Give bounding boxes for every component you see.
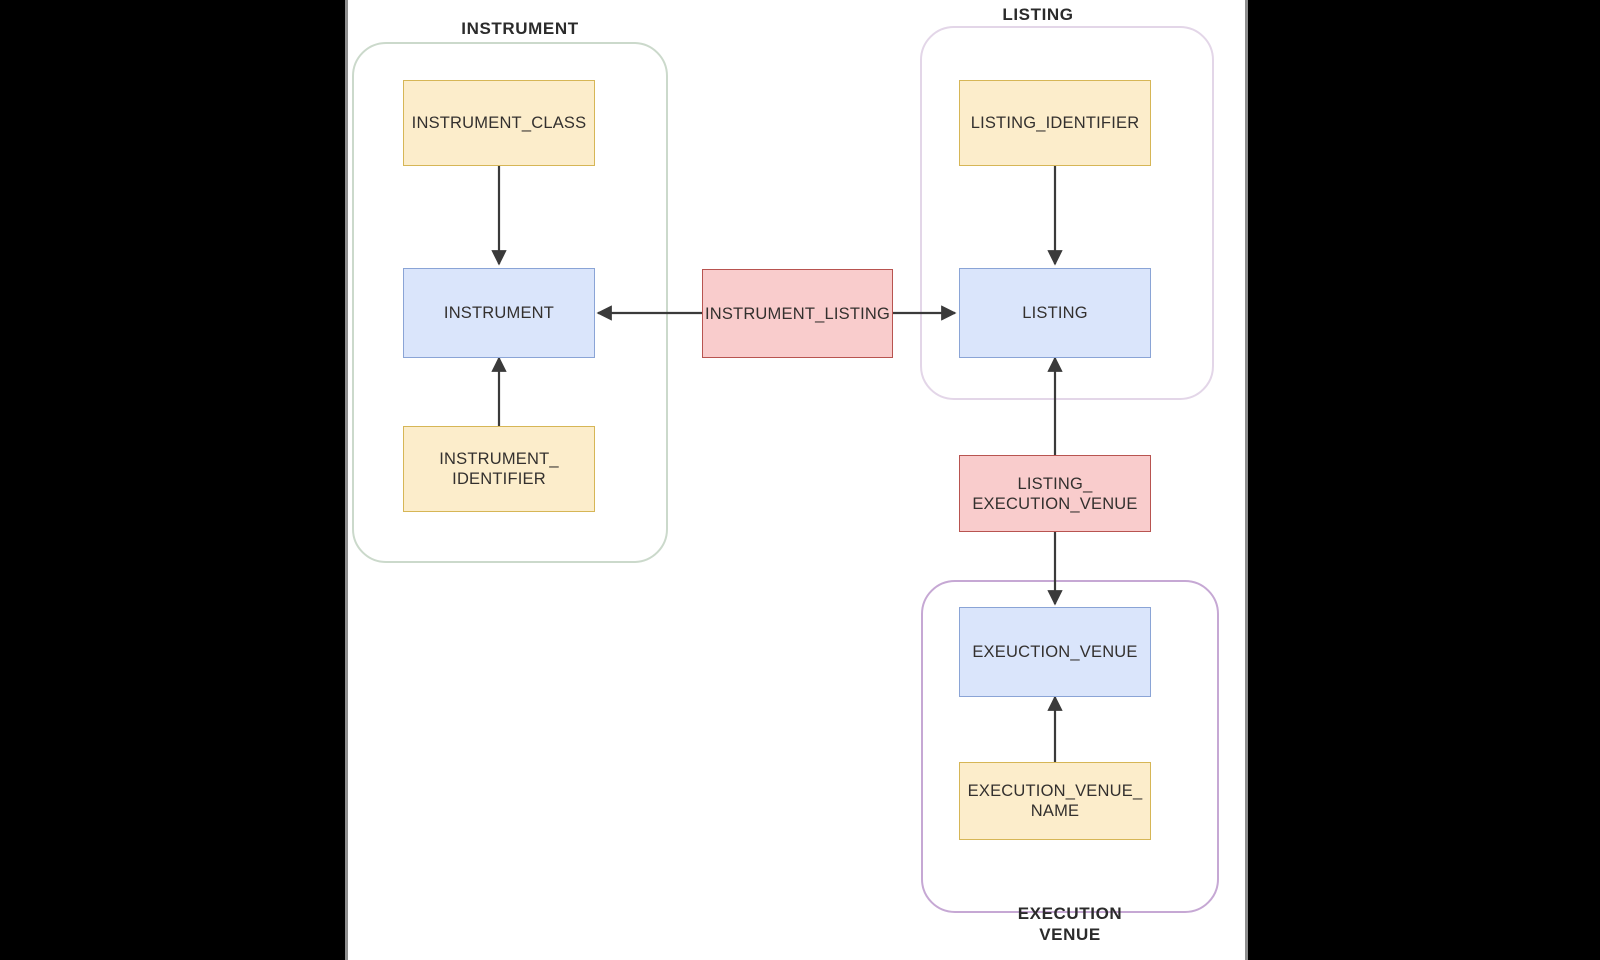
group-label-instrument: INSTRUMENT — [461, 19, 579, 38]
group-label-execution-venue: EXECUTION VENUE — [1017, 904, 1123, 944]
group-label-listing: LISTING — [1002, 5, 1074, 24]
node-instrument-identifier[interactable]: INSTRUMENT_ IDENTIFIER — [403, 426, 595, 512]
canvas-right-edge-rule — [1245, 0, 1248, 960]
node-execution-venue-name-label: EXECUTION_VENUE_ NAME — [967, 782, 1143, 820]
group-instrument — [352, 42, 668, 563]
node-instrument-listing[interactable]: INSTRUMENT_LISTING — [702, 269, 893, 358]
diagram-canvas: INSTRUMENT LISTING EXECUTION VENUE — [348, 0, 1245, 960]
node-instrument-identifier-label: INSTRUMENT_ IDENTIFIER — [439, 450, 559, 488]
node-listing-identifier-label: LISTING_IDENTIFIER — [970, 114, 1140, 132]
node-listing-identifier[interactable]: LISTING_IDENTIFIER — [959, 80, 1151, 166]
canvas-left-edge-rule — [345, 0, 348, 960]
node-listing-execution-venue[interactable]: LISTING_ EXECUTION_VENUE — [959, 455, 1151, 532]
node-listing[interactable]: LISTING — [959, 268, 1151, 358]
node-instrument-class-label: INSTRUMENT_CLASS — [411, 114, 587, 132]
node-instrument-listing-label: INSTRUMENT_LISTING — [704, 304, 891, 323]
node-instrument[interactable]: INSTRUMENT — [403, 268, 595, 358]
node-listing-execution-venue-label: LISTING_ EXECUTION_VENUE — [972, 474, 1138, 513]
node-instrument-class[interactable]: INSTRUMENT_CLASS — [403, 80, 595, 166]
group-listing — [920, 26, 1214, 400]
node-exeuction-venue[interactable]: EXEUCTION_VENUE — [959, 607, 1151, 697]
node-instrument-label: INSTRUMENT — [443, 304, 555, 322]
node-listing-label: LISTING — [1022, 304, 1088, 322]
group-execution-venue — [921, 580, 1219, 913]
node-execution-venue-name[interactable]: EXECUTION_VENUE_ NAME — [959, 762, 1151, 840]
node-exeuction-venue-label: EXEUCTION_VENUE — [972, 643, 1138, 661]
